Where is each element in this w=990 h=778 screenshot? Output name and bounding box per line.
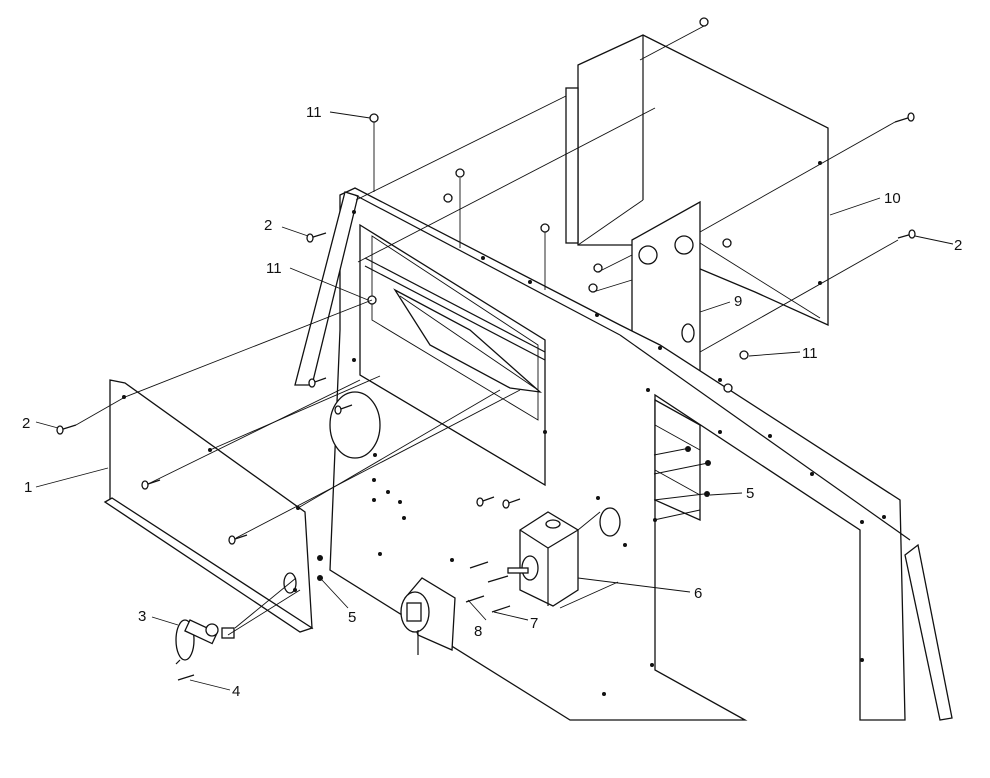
cover-plate <box>103 379 314 633</box>
callout-5-left: 5 <box>348 609 356 626</box>
latch-assembly <box>175 619 235 665</box>
callout-2-top: 2 <box>264 217 272 234</box>
callout-1: 1 <box>24 479 32 496</box>
switch-box <box>507 511 579 607</box>
callout-7: 7 <box>530 615 538 632</box>
callout-11-right: 11 <box>802 345 818 362</box>
callout-4: 4 <box>232 683 240 700</box>
callout-2-left: 2 <box>22 415 30 432</box>
enclosure-box <box>565 34 829 327</box>
callout-2-right: 2 <box>954 237 962 254</box>
callout-3: 3 <box>138 608 146 625</box>
callout-11-top: 11 <box>306 104 322 121</box>
callout-10: 10 <box>884 190 901 207</box>
main-side-panel <box>294 187 953 721</box>
assembly-lines <box>75 25 899 636</box>
receptacle <box>400 577 456 655</box>
bracket-plate <box>631 200 701 374</box>
fasteners <box>56 17 916 681</box>
callout-6: 6 <box>694 585 702 602</box>
callout-8: 8 <box>474 623 482 640</box>
callout-5-right: 5 <box>746 485 754 502</box>
callout-11-mid: 11 <box>266 260 282 277</box>
callout-9: 9 <box>734 293 742 310</box>
callouts: 1 2 2 2 3 4 5 5 6 7 8 9 10 11 11 11 <box>22 104 962 700</box>
